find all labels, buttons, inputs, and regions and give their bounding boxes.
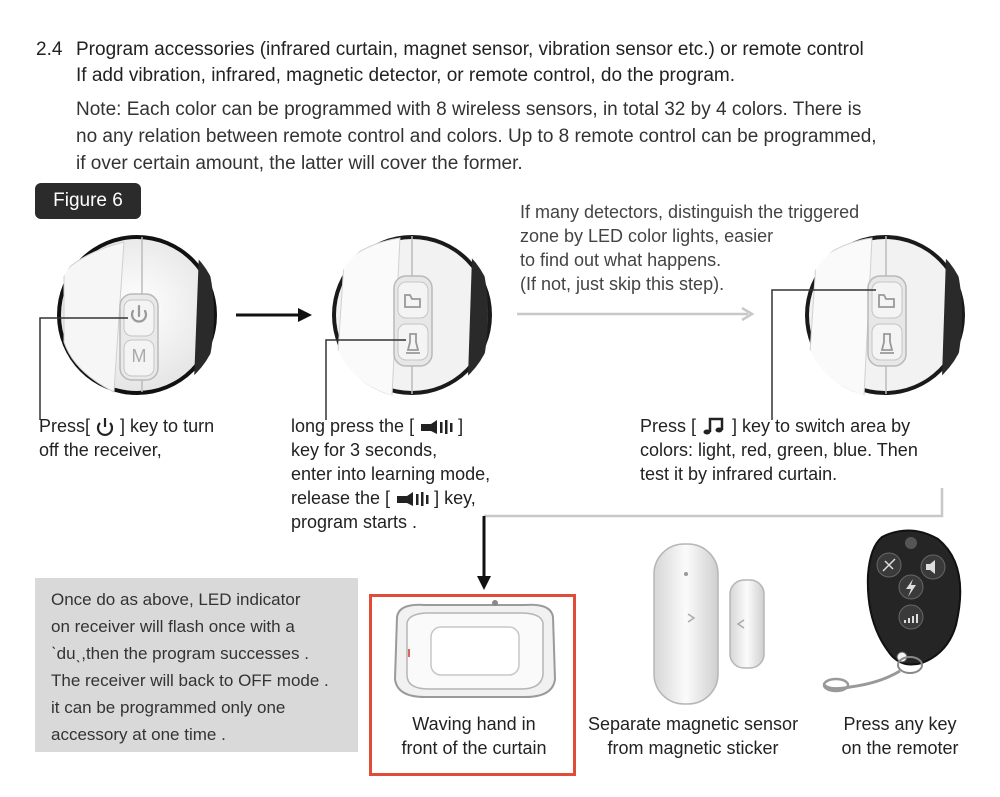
power-icon	[130, 304, 148, 323]
step3-line3: test it by infrared curtain.	[640, 464, 838, 484]
result-line: accessory at one time .	[51, 725, 226, 744]
step2-line2: key for 3 seconds,	[291, 440, 438, 460]
step1-text: Press[ ] key to turn off the receiver,	[39, 414, 214, 462]
remote-control-image	[822, 529, 962, 693]
note-paragraph: Note: Each color can be programmed with …	[76, 96, 976, 177]
step2-text: long press the [ ] key for 3 seconds, en…	[291, 414, 490, 534]
figure-badge: Figure 6	[35, 183, 141, 219]
tip-line: (If not, just skip this step).	[520, 274, 725, 294]
caption-line: on the remoter	[841, 738, 959, 758]
tip-line: If many detectors, distinguish the trigg…	[520, 202, 860, 222]
step1-pre: Press[	[39, 416, 91, 436]
highlight-frame	[369, 594, 576, 776]
speaker-icon	[421, 420, 453, 434]
tip-line: to find out what happens.	[520, 250, 722, 270]
result-line: on receiver will flash once with a	[51, 617, 295, 636]
receiver-photo-area	[802, 232, 968, 398]
step3-l1-post: ] key to switch area by	[732, 416, 911, 436]
siren-icon	[404, 294, 421, 308]
section-number: 2.4	[36, 39, 63, 60]
bell-icon	[406, 333, 420, 354]
note-label: Note:	[76, 99, 122, 120]
caption-curtain: Waving hand in front of the curtain	[372, 712, 576, 760]
step2-l4-post: ] key,	[434, 488, 476, 508]
caption-line: Press any key	[843, 714, 957, 734]
caption-magnet: Separate magnetic sensor from magnetic s…	[578, 712, 808, 760]
note-line: if over certain amount, the latter will …	[76, 153, 523, 174]
result-line: Once do as above, LED indicator	[51, 590, 301, 609]
magnetic-sensor-image	[653, 543, 765, 705]
tip-text: If many detectors, distinguish the trigg…	[520, 200, 859, 296]
caption-line: Separate magnetic sensor	[587, 714, 799, 734]
step2-line3: enter into learning mode,	[291, 464, 491, 484]
result-line: The receiver will back to OFF mode .	[51, 671, 329, 690]
section-title: Program accessories (infrared curtain, m…	[76, 39, 864, 60]
note-line: Each color can be programmed with 8 wire…	[121, 99, 862, 120]
note-line: no any relation between remote control a…	[76, 126, 877, 147]
music-note-icon	[703, 417, 724, 435]
result-line: ˋduˎ,then the program successes .	[51, 644, 309, 663]
infrared-curtain-image	[393, 600, 557, 698]
step1-post: ] key to turn	[120, 416, 215, 436]
result-line: it can be programmed only one	[51, 698, 286, 717]
speaker-icon	[397, 492, 429, 506]
section-subtitle: If add vibration, infrared, magnetic det…	[76, 65, 736, 86]
caption-line: from magnetic sticker	[607, 738, 779, 758]
caption-line: front of the curtain	[401, 738, 547, 758]
tip-line: zone by LED color lights, easier	[520, 226, 774, 246]
step2-l1-pre: long press the [	[291, 416, 415, 436]
receiver-photo-power: M	[54, 232, 220, 398]
step2-line5: program starts .	[291, 512, 418, 532]
lightning-icon	[906, 579, 916, 597]
step2-l4-pre: release the [	[291, 488, 391, 508]
power-icon	[97, 418, 114, 436]
receiver-photo-speaker	[330, 232, 494, 398]
step1-line2: off the receiver,	[39, 440, 162, 460]
m-button-letter: M	[131, 346, 147, 366]
result-note-box: Once do as above, LED indicator on recei…	[35, 578, 358, 752]
mute-icon	[926, 560, 935, 574]
signal-icon	[904, 614, 918, 623]
step3-line2: colors: light, red, green, blue. Then	[640, 440, 918, 460]
caption-line: Waving hand in	[412, 714, 536, 734]
siren-icon	[882, 558, 896, 572]
step2-l1-post: ]	[458, 416, 464, 436]
step3-text: Press [ ] key to switch area by colors: …	[640, 414, 918, 486]
caption-remote: Press any key on the remoter	[808, 712, 992, 760]
step3-l1-pre: Press [	[640, 416, 697, 436]
